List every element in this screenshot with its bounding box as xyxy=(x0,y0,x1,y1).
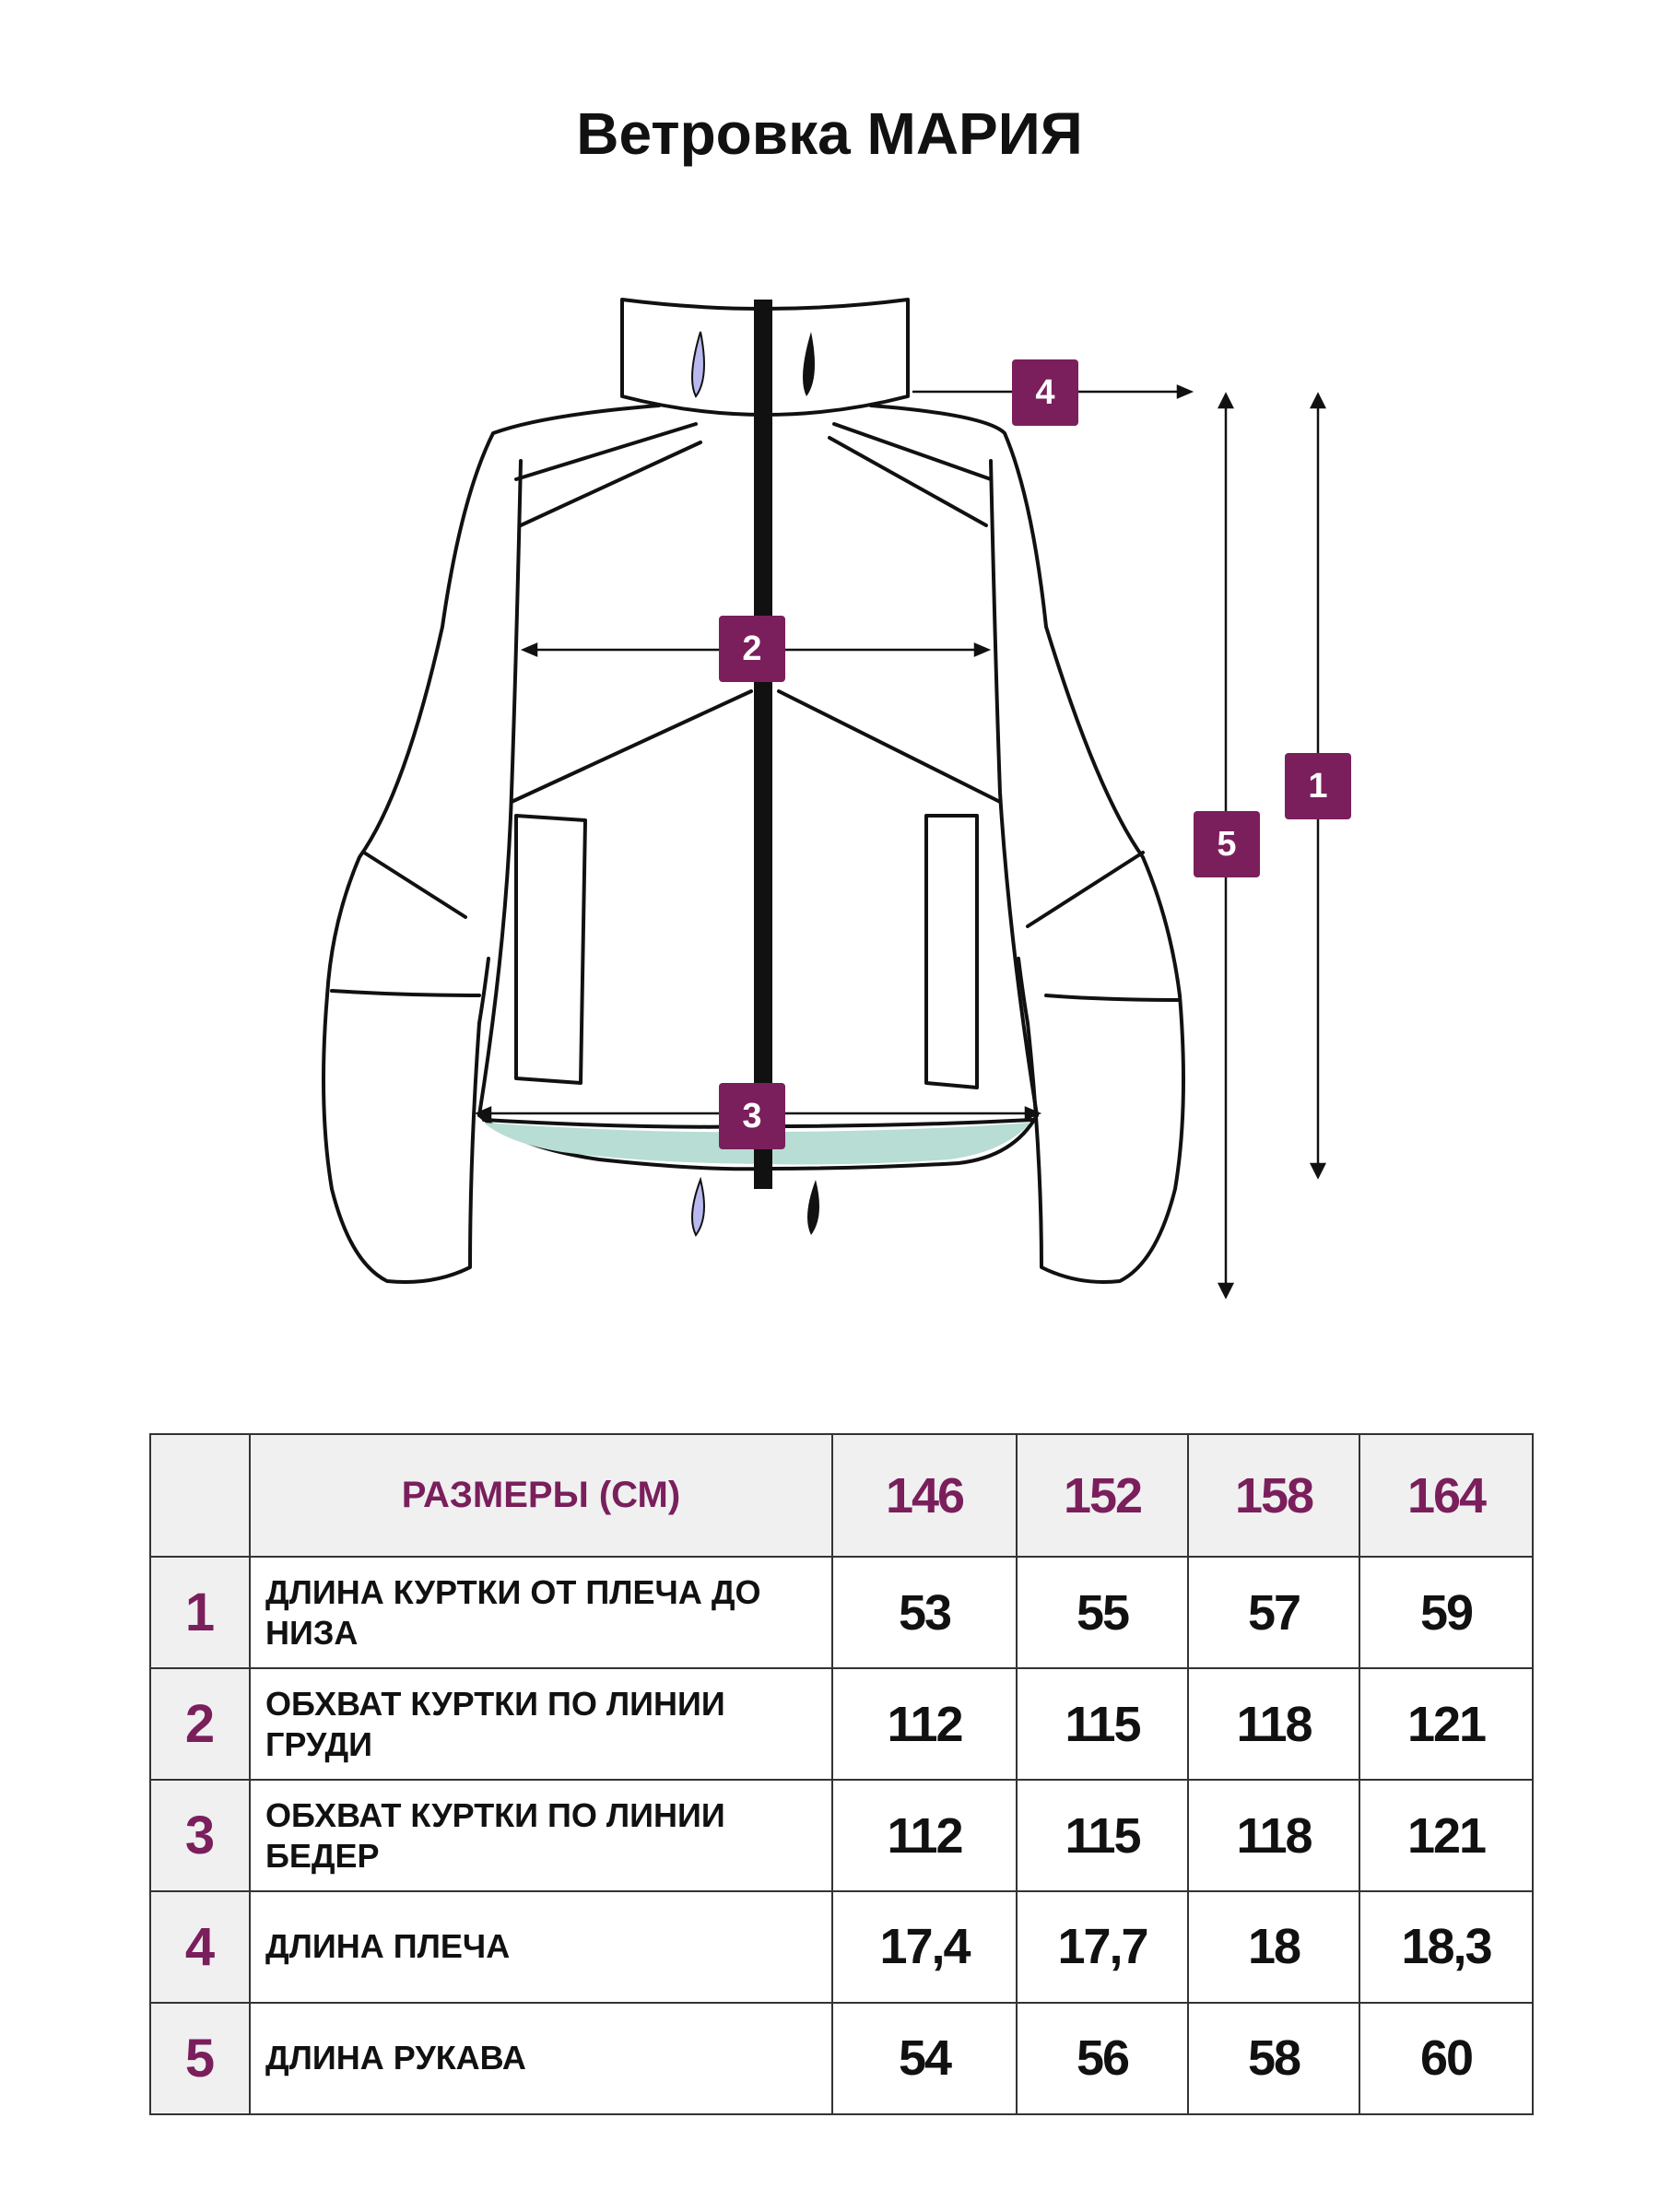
jacket-sketch xyxy=(322,298,1327,1300)
value-cell: 17,4 xyxy=(831,1889,1018,2004)
value-cell: 18 xyxy=(1187,1889,1360,2004)
size-table: РАЗМЕРЫ (СМ) 146 152 158 164 1 ДЛИНА КУР… xyxy=(149,1432,1534,2116)
value-cell: 121 xyxy=(1359,1667,1534,1782)
marker-5: 5 xyxy=(1194,811,1260,877)
value-cell: 54 xyxy=(831,2001,1018,2116)
size-158: 158 xyxy=(1187,1432,1360,1559)
value-cell: 112 xyxy=(831,1667,1018,1782)
table-row: 2 ОБХВАТ КУРТКИ ПО ЛИНИИ ГРУДИ 112 115 1… xyxy=(149,1667,1534,1782)
table-row: 5 ДЛИНА РУКАВА 54 56 58 60 xyxy=(149,2001,1534,2116)
size-164: 164 xyxy=(1359,1432,1534,1559)
row-number: 4 xyxy=(149,1889,251,2004)
table-row: 1 ДЛИНА КУРТКИ ОТ ПЛЕЧА ДО НИЗА 53 55 57… xyxy=(149,1556,1534,1670)
value-cell: 18,3 xyxy=(1359,1889,1534,2004)
row-label: ДЛИНА РУКАВА xyxy=(249,2001,833,2116)
value-cell: 17,7 xyxy=(1016,1889,1189,2004)
value-cell: 112 xyxy=(831,1779,1018,1892)
row-label: ДЛИНА КУРТКИ ОТ ПЛЕЧА ДО НИЗА xyxy=(249,1556,833,1670)
value-cell: 118 xyxy=(1187,1667,1360,1782)
value-cell: 60 xyxy=(1359,2001,1534,2116)
table-row: 4 ДЛИНА ПЛЕЧА 17,4 17,7 18 18,3 xyxy=(149,1889,1534,2004)
marker-4: 4 xyxy=(1012,359,1078,426)
row-number: 1 xyxy=(149,1556,251,1670)
marker-2: 2 xyxy=(719,616,785,682)
value-cell: 55 xyxy=(1016,1556,1189,1670)
value-cell: 57 xyxy=(1187,1556,1360,1670)
value-cell: 59 xyxy=(1359,1556,1534,1670)
page-title: Ветровка МАРИЯ xyxy=(576,100,1083,167)
size-146: 146 xyxy=(831,1432,1018,1559)
row-label: ДЛИНА ПЛЕЧА xyxy=(249,1889,833,2004)
row-number: 3 xyxy=(149,1779,251,1892)
size-152: 152 xyxy=(1016,1432,1189,1559)
row-label: ОБХВАТ КУРТКИ ПО ЛИНИИ БЕДЕР xyxy=(249,1779,833,1892)
row-number: 5 xyxy=(149,2001,251,2116)
header-label: РАЗМЕРЫ (СМ) xyxy=(249,1432,833,1559)
header-empty-cell xyxy=(149,1432,251,1559)
value-cell: 56 xyxy=(1016,2001,1189,2116)
value-cell: 121 xyxy=(1359,1779,1534,1892)
value-cell: 118 xyxy=(1187,1779,1360,1892)
marker-1: 1 xyxy=(1285,753,1351,819)
row-label: ОБХВАТ КУРТКИ ПО ЛИНИИ ГРУДИ xyxy=(249,1667,833,1782)
value-cell: 53 xyxy=(831,1556,1018,1670)
value-cell: 58 xyxy=(1187,2001,1360,2116)
marker-3: 3 xyxy=(719,1083,785,1149)
size-table-header: РАЗМЕРЫ (СМ) 146 152 158 164 xyxy=(149,1432,1534,1559)
value-cell: 115 xyxy=(1016,1667,1189,1782)
value-cell: 115 xyxy=(1016,1779,1189,1892)
row-number: 2 xyxy=(149,1667,251,1782)
table-row: 3 ОБХВАТ КУРТКИ ПО ЛИНИИ БЕДЕР 112 115 1… xyxy=(149,1779,1534,1892)
